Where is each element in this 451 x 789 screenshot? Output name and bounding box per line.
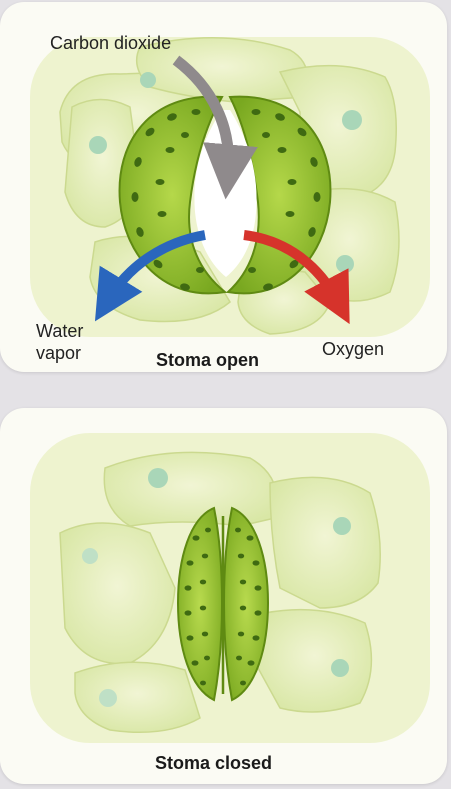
oxygen-arrow: [243, 230, 350, 325]
stoma-closed-panel: Stoma closed: [0, 408, 447, 784]
stoma-open-caption: Stoma open: [156, 350, 260, 370]
stoma-open-illustration: [30, 36, 430, 337]
oxygen-label: Oxygen: [322, 339, 385, 359]
carbon-dioxide-label: Carbon dioxide: [50, 33, 172, 53]
water-vapor-arrow: [94, 230, 206, 322]
stoma-closed-caption: Stoma closed: [155, 753, 273, 773]
water-vapor-label-line2: vapor: [36, 343, 82, 363]
stoma-closed-illustration: [30, 433, 430, 743]
guard-cells-closed: [176, 506, 270, 702]
stoma-open-panel: Carbon dioxide Water vapor Oxygen Stoma …: [0, 2, 447, 372]
water-vapor-label-line1: Water: [36, 321, 84, 341]
carbon-dioxide-arrow: [172, 55, 258, 200]
water-vapor-label: Water vapor: [36, 320, 83, 364]
